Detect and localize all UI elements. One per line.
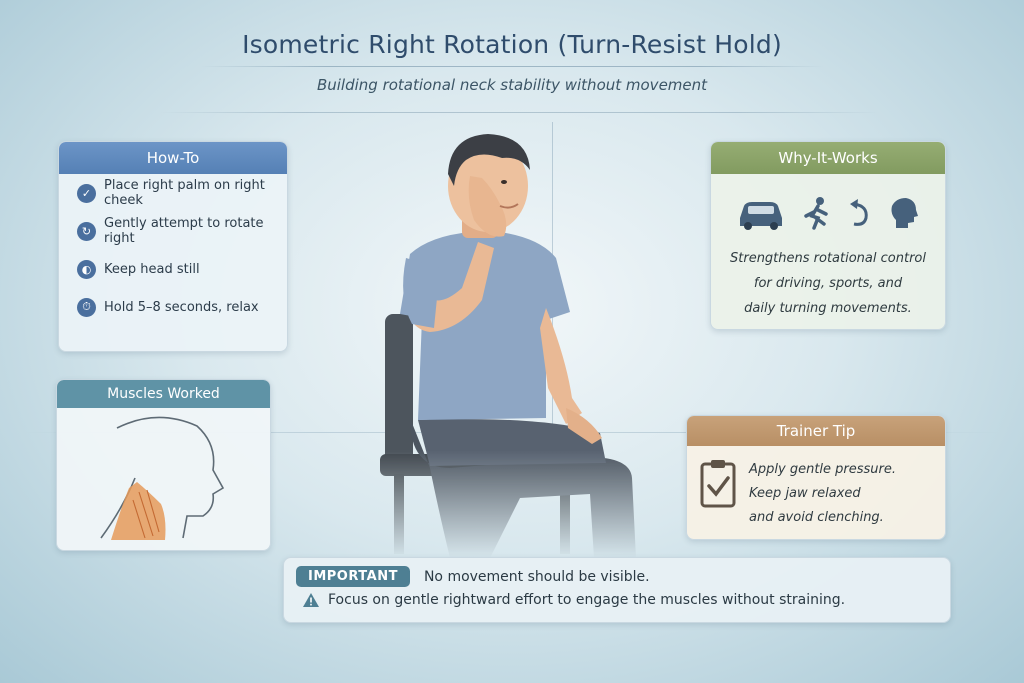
clipboard-check-icon [700, 460, 736, 508]
rotate-icon: ↻ [77, 221, 96, 241]
howto-step: ✓ Place right palm on right cheek [59, 174, 287, 212]
muscles-card: Muscles Worked [56, 379, 271, 551]
why-line: Strengthens rotational control [730, 251, 926, 266]
howto-step: ⏱ Hold 5–8 seconds, relax [59, 288, 287, 326]
howto-card: How-To ✓ Place right palm on right cheek… [58, 141, 288, 352]
why-it-works-card: Why-It-Works Strengthens rotational cont… [710, 141, 946, 330]
howto-step-text: Keep head still [104, 261, 200, 277]
warning-icon [303, 593, 319, 607]
head-profile-icon [891, 198, 918, 228]
why-description: Strengthens rotational control for drivi… [711, 246, 945, 321]
howto-step: ◐ Keep head still [59, 250, 287, 288]
timer-icon: ⏱ [77, 297, 96, 317]
howto-step: ↻ Gently attempt to rotate right [59, 212, 287, 250]
muscles-title: Muscles Worked [57, 380, 270, 408]
seated-person-illustration [380, 134, 636, 558]
neck-muscle-diagram [100, 416, 225, 540]
why-line: daily turning movements. [744, 301, 912, 316]
tip-line: and avoid clenching. [749, 510, 884, 525]
head-still-icon: ◐ [77, 259, 96, 279]
howto-step-text: Gently attempt to rotate right [104, 216, 264, 246]
trainer-tip-card: Trainer Tip Apply gentle pressure. Keep … [686, 415, 946, 540]
page-title: Isometric Right Rotation (Turn-Resist Ho… [242, 30, 782, 59]
why-line: for driving, sports, and [753, 276, 903, 291]
howto-step-text: Place right palm on right cheek [104, 178, 265, 208]
important-badge: IMPORTANT [296, 566, 410, 587]
tip-line: Keep jaw relaxed [749, 486, 861, 501]
tip-text: Apply gentle pressure. Keep jaw relaxed … [749, 458, 896, 530]
subtitle-divider [160, 112, 880, 113]
important-line-2: Focus on gentle rightward effort to enga… [328, 592, 846, 608]
howto-title: How-To [59, 142, 287, 174]
check-icon: ✓ [77, 183, 96, 203]
why-title: Why-It-Works [711, 142, 945, 174]
tip-title: Trainer Tip [687, 416, 945, 446]
tip-line: Apply gentle pressure. [749, 462, 897, 477]
car-icon [740, 202, 782, 230]
title-divider [200, 66, 824, 67]
howto-step-text: Hold 5–8 seconds, relax [104, 299, 259, 315]
runner-icon [804, 197, 828, 230]
important-notice: IMPORTANT No movement should be visible.… [283, 557, 951, 623]
important-line-1: No movement should be visible. [423, 568, 650, 585]
page-subtitle: Building rotational neck stability witho… [316, 76, 708, 94]
why-icons-row [711, 182, 945, 244]
rotate-arrow-icon [850, 199, 868, 226]
